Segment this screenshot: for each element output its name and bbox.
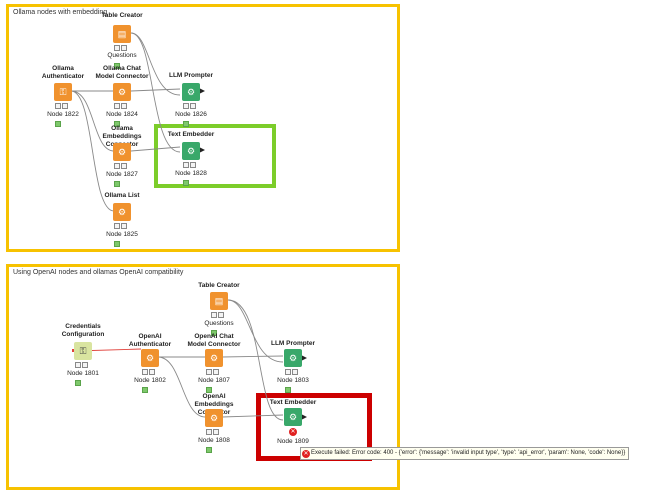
node-status (55, 103, 71, 127)
node-status (114, 223, 130, 247)
node-status (211, 312, 227, 336)
connector-icon[interactable]: ⚙ (113, 83, 131, 101)
wire-ollama-auth-to-list (70, 90, 115, 212)
node-title: LLM Prompter (168, 72, 214, 79)
llm-icon[interactable]: ⚙ (284, 349, 302, 367)
annotation-ollama[interactable]: Ollama nodes with embedding (6, 4, 400, 252)
node-title: Ollama Authenticator (41, 65, 85, 80)
node-label[interactable]: Questions (107, 52, 137, 59)
table-icon[interactable]: ▤ (113, 25, 131, 43)
node-title: LLM Prompter (270, 340, 316, 347)
node-label[interactable]: Questions (204, 320, 234, 327)
node-status (75, 362, 91, 386)
annotation-openai-title: Using OpenAI nodes and ollamas OpenAI co… (13, 269, 184, 276)
success-highlight-box (154, 124, 276, 188)
node-status (206, 429, 222, 453)
table-icon[interactable]: ▤ (210, 292, 228, 310)
node-label[interactable]: Node 1807 (198, 377, 230, 384)
node-label[interactable]: Node 1822 (47, 111, 79, 118)
connector-icon[interactable]: ⚙ (113, 143, 131, 161)
connector-icon[interactable]: ⚙ (205, 409, 223, 427)
node-label[interactable]: Node 1827 (106, 171, 138, 178)
wire-ollama-embed-to-text-embedder (130, 146, 181, 152)
node-title: Table Creator (101, 12, 143, 19)
embedder-icon[interactable]: ⚙ (182, 142, 200, 160)
node-status (183, 162, 199, 186)
error-tooltip: ✕ Execute failed: Error code: 400 - {'er… (300, 447, 630, 460)
embedder-icon[interactable]: ⚙ (284, 408, 302, 426)
annotation-openai[interactable]: Using OpenAI nodes and ollamas OpenAI co… (6, 264, 400, 490)
node-title: Table Creator (198, 282, 240, 289)
llm-prompter-2-output-port (301, 355, 307, 361)
wire-openai-chat-to-llm-prompter2 (221, 355, 284, 358)
node-label[interactable]: Node 1825 (106, 231, 138, 238)
node-label[interactable]: Node 1809 (277, 438, 309, 445)
wire-ollama-chat-to-llm-prompter (130, 88, 181, 92)
wire-ollama-auth-to-embed (70, 90, 115, 152)
annotation-ollama-title: Ollama nodes with embedding (13, 9, 108, 16)
wire-table-creator-to-llm-prompter (130, 32, 181, 96)
wire-table-creator-to-text-embedder (130, 32, 181, 153)
node-label[interactable]: Node 1801 (67, 370, 99, 377)
node-status (114, 45, 130, 69)
node-status (285, 369, 301, 393)
error-icon: ✕ (302, 449, 310, 458)
node-title: Text Embedder (167, 131, 215, 138)
llm-prompter-1-output-port (199, 88, 205, 94)
error-tooltip-text: Execute failed: Error code: 400 - {'erro… (311, 450, 626, 456)
llm-icon[interactable]: ⚙ (182, 83, 200, 101)
node-status (114, 163, 130, 187)
node-label[interactable]: Node 1828 (175, 170, 207, 177)
node-title: Ollama Chat Model Connector (95, 65, 149, 80)
node-status (142, 369, 158, 393)
node-label[interactable]: Node 1808 (198, 437, 230, 444)
node-title: Credentials Configuration (61, 323, 105, 338)
text-embedder-1-output-port (199, 147, 205, 153)
credentials-icon[interactable]: ⚿ (74, 342, 92, 360)
authenticator-icon[interactable]: ⚙ (141, 349, 159, 367)
node-label[interactable]: Node 1824 (106, 111, 138, 118)
node-status (206, 369, 222, 393)
error-status-icon[interactable]: ✕ (289, 428, 297, 436)
node-label[interactable]: Node 1803 (277, 377, 309, 384)
node-title: OpenAI Authenticator (128, 333, 172, 348)
node-title: Text Embedder (269, 399, 317, 406)
node-title: OpenAI Chat Model Connector (187, 333, 241, 348)
key-icon[interactable]: ⚿ (54, 83, 72, 101)
wire-table-creator2-to-llm-prompter2 (227, 299, 284, 363)
list-icon[interactable]: ⚙ (113, 203, 131, 221)
node-label[interactable]: Node 1826 (175, 111, 207, 118)
text-embedder-2-output-port (301, 414, 307, 420)
node-label[interactable]: Node 1802 (134, 377, 166, 384)
wire-openai-embed-to-text-embedder2 (221, 414, 284, 418)
wire-openai-auth-to-embed (157, 356, 206, 418)
node-status (183, 103, 199, 127)
connector-icon[interactable]: ⚙ (205, 349, 223, 367)
node-status (114, 103, 130, 127)
node-title: Ollama List (104, 192, 140, 199)
